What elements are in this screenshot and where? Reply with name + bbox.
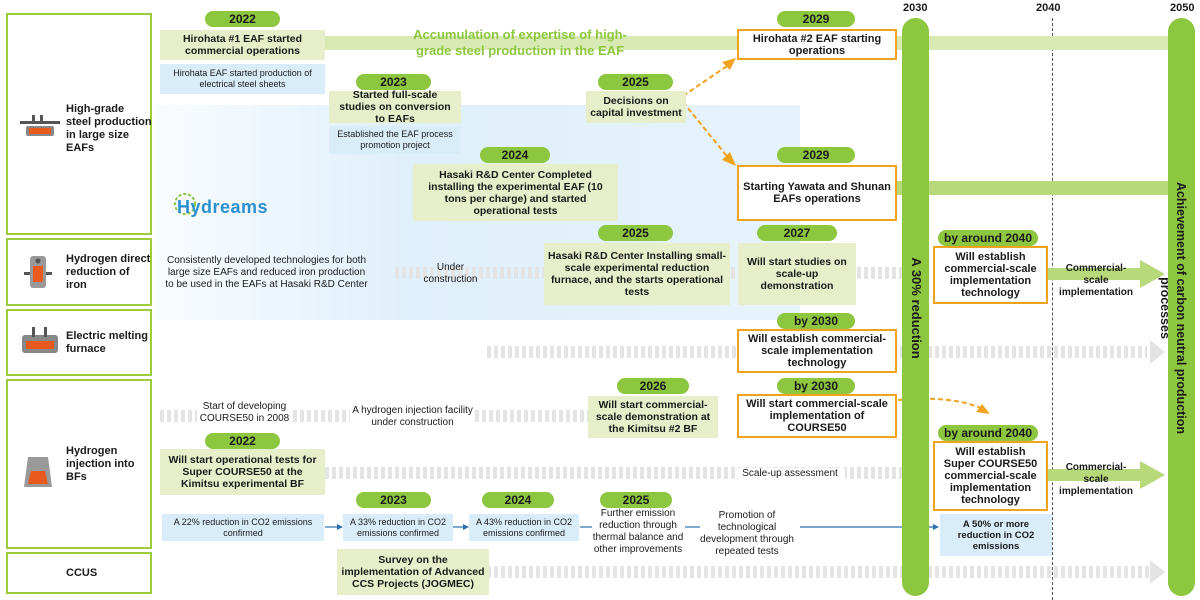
accumulation-text: Accumulation of expertise of high-grade …: [413, 27, 627, 58]
category-electric-melting: Electric melting furnace: [6, 309, 152, 376]
year-badge: 2025: [598, 225, 673, 241]
year-badge: 2025: [600, 492, 672, 508]
reduction-2030-bar: [902, 18, 929, 596]
dri-commercial-arrow: [1048, 260, 1165, 288]
milestone-scale-up: Will start studies on scale-up demonstra…: [738, 243, 856, 305]
shaft-furnace-icon: [18, 252, 58, 297]
reduction-2030-label: A 30% reduction: [909, 257, 924, 359]
year-header-2030: 2030: [903, 2, 928, 14]
reduction-33: A 33% reduction in CO2 emissions confirm…: [343, 514, 453, 541]
reduction-43: A 43% reduction in CO2 emissions confirm…: [469, 514, 579, 541]
bf-scale-up-assessment: Scale-up assessment: [735, 468, 845, 480]
milestone-hirohata2: Hirohata #2 EAF starting operations: [737, 29, 897, 60]
bf-injection-facility: A hydrogen injection facility under cons…: [350, 405, 475, 429]
year-badge: 2026: [617, 378, 689, 394]
hydreams-logo-text: Hydreams: [177, 197, 269, 217]
year-badge: by around 2040: [938, 230, 1038, 246]
year-badge: 2029: [777, 11, 855, 27]
year-badge: by 2030: [777, 313, 855, 329]
category-label: CCUS: [66, 567, 98, 579]
category-label: Hydrogen injection into BFs: [66, 445, 135, 483]
category-hydrogen-bf: Hydrogen injection into BFs: [6, 379, 152, 549]
milestone-course50-impl: Will start commercial-scale implementati…: [737, 394, 897, 438]
carbon-neutral-bar: [1168, 18, 1195, 596]
accumulation-arrow: [160, 28, 1195, 58]
ccus-survey: Survey on the implementation of Advanced…: [337, 549, 489, 595]
category-high-grade-steel: High-grade steel production in large siz…: [6, 13, 152, 235]
year-badge: by 2030: [777, 378, 855, 394]
orange-dashed-arrow: [682, 63, 731, 97]
year-badge: by around 2040: [938, 425, 1038, 441]
ccus-dashed-bar: [480, 566, 1150, 578]
bf-promotion: Promotion of technological development t…: [700, 510, 794, 557]
year-badge: 2023: [356, 492, 431, 508]
year-badge: 2025: [598, 74, 673, 90]
year-badge: 2024: [482, 492, 554, 508]
dri-under-construction: Under construction: [423, 262, 478, 285]
year-badge: 2022: [205, 433, 280, 449]
hydreams-logo: Hydreams: [173, 189, 293, 231]
eaf-icon: [18, 113, 62, 144]
milestone-dri-establish: Will establish commercial-scale implemen…: [933, 246, 1048, 304]
bf-commercial-text: Commercial-scale implementation: [1059, 462, 1133, 497]
milestone-kimitsu-demo: Will start commercial-scale demonstratio…: [588, 396, 718, 438]
milestone-hasaki-small: Hasaki R&D Center Installing small-scale…: [544, 243, 730, 305]
year-badge: 2029: [777, 147, 855, 163]
yawata-arrow: [890, 173, 1195, 203]
reduction-50: A 50% or more reduction in CO2 emissions: [940, 514, 1052, 556]
year-badge: 2022: [205, 11, 280, 27]
year-badge: 2024: [480, 147, 550, 163]
year-badge: 2023: [356, 74, 431, 90]
bf-start-course50: Start of developing COURSE50 in 2008: [197, 401, 292, 425]
orange-dashed-arrow: [682, 101, 731, 161]
dri-commercial-text: Commercial-scale implementation: [1059, 263, 1133, 298]
category-ccus: CCUS: [6, 552, 152, 594]
melting-furnace-icon: [18, 325, 62, 364]
dri-consistent-text: Consistently developed technologies for …: [165, 255, 368, 290]
milestone-decisions: Decisions on capital investment: [586, 91, 686, 123]
milestone-hasaki-eaf: Hasaki R&D Center Completed installing t…: [413, 164, 618, 221]
milestone-emf-establish: Will establish commercial-scale implemen…: [737, 329, 897, 373]
carbon-neutral-label: Achievement of carbon neutral production…: [1158, 181, 1188, 435]
year-badge: 2027: [757, 225, 837, 241]
bf-further-reduction: Further emission reduction through therm…: [592, 508, 684, 555]
note-hirohata-sheets: Hirohata EAF started production of elect…: [160, 64, 325, 94]
milestone-super-course50-tests: Will start operational tests for Super C…: [160, 449, 325, 495]
category-label: Electric melting furnace: [66, 330, 148, 355]
year-2040-divider: [1052, 18, 1053, 600]
category-hydrogen-dri: Hydrogen direct reduction of iron: [6, 238, 152, 306]
blast-furnace-icon: [18, 453, 58, 498]
category-label: Hydrogen direct reduction of iron: [66, 253, 151, 291]
bf-commercial-arrow: [1048, 461, 1165, 489]
milestone-yawata: Starting Yawata and Shunan EAFs operatio…: [737, 165, 897, 221]
year-header-2040: 2040: [1036, 2, 1061, 14]
milestone-eaf-studies: Started full-scale studies on conversion…: [329, 89, 461, 125]
milestone-hirohata1: Hirohata #1 EAF started commercial opera…: [160, 30, 325, 60]
reduction-22: A 22% reduction in CO2 emissions confirm…: [162, 514, 324, 541]
note-promotion-project: Established the EAF process promotion pr…: [329, 126, 461, 154]
year-header-2050: 2050: [1170, 2, 1195, 14]
milestone-super-establish: Will establish Super COURSE50 commercial…: [933, 441, 1048, 511]
category-label: High-grade steel production in large siz…: [66, 103, 152, 154]
